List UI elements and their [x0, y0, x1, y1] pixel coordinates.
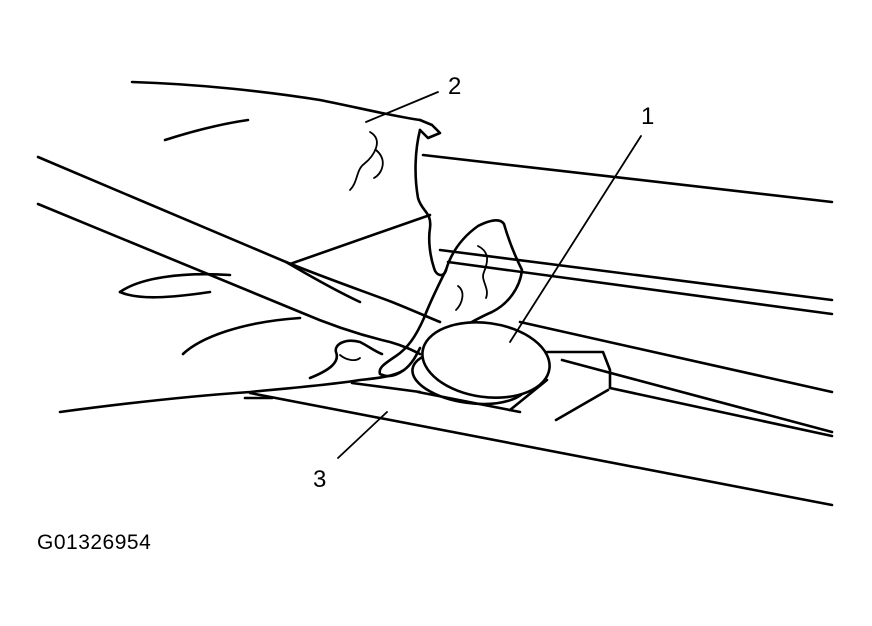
- leader-lines: [337, 91, 642, 459]
- callout-1: 1: [641, 103, 654, 130]
- callout-2: 2: [448, 73, 461, 100]
- cloth-wipe: [378, 219, 524, 378]
- lower-hand: [58, 316, 406, 414]
- plug-disc: [411, 320, 551, 406]
- figure-id: G01326954: [37, 531, 152, 554]
- sill-panel: [243, 153, 834, 507]
- upper-hand: [130, 80, 448, 277]
- callout-3: 3: [313, 466, 326, 493]
- tool-handle: [36, 155, 442, 356]
